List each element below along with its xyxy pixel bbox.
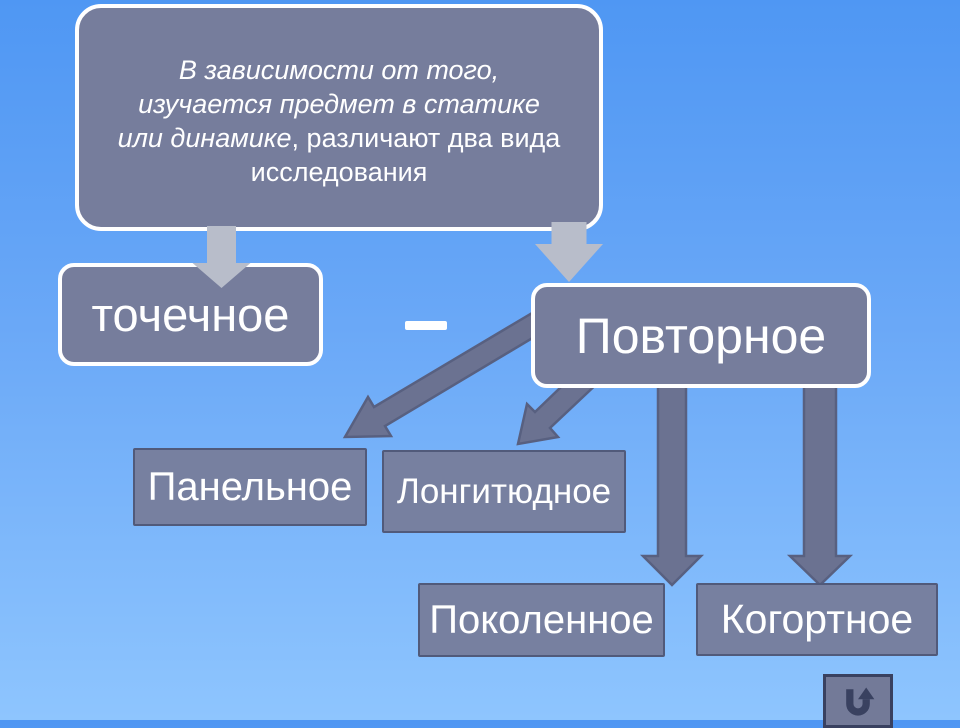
u-turn-up-icon xyxy=(846,687,875,716)
arrow-povtornoe-to-pokolennoe xyxy=(639,376,705,587)
node-kogortnoe-label: Когортное xyxy=(720,596,914,642)
intro-line-regular: исследования xyxy=(250,156,428,187)
intro-line-regular: , различают два вида xyxy=(291,122,561,153)
dash-separator xyxy=(405,321,447,330)
arrow-intro-to-povtornoe xyxy=(535,222,603,282)
node-povtornoe-label: Повторное xyxy=(575,307,827,364)
node-povtornoe: Повторное xyxy=(531,283,871,388)
node-kogortnoe: Когортное xyxy=(696,583,938,656)
arrow-povtornoe-to-kogortnoe xyxy=(786,376,854,587)
intro-line: В зависимости от того, xyxy=(179,53,499,87)
intro-line-italic: В зависимости от того, xyxy=(178,54,500,85)
node-longitudnoe: Лонгитюдное xyxy=(382,450,626,533)
intro-line: исследования xyxy=(251,155,428,189)
return-button[interactable] xyxy=(823,674,893,728)
node-pokolennoe: Поколенное xyxy=(418,583,665,657)
intro-box: В зависимости от того, изучается предмет… xyxy=(75,4,603,231)
intro-line: изучается предмет в статике xyxy=(138,87,540,121)
node-longitudnoe-label: Лонгитюдное xyxy=(396,471,612,511)
node-panelnoe-label: Панельное xyxy=(147,464,353,509)
node-panelnoe: Панельное xyxy=(133,448,367,526)
intro-line-italic: изучается предмет в статике xyxy=(138,88,540,119)
intro-line-italic: или динамике xyxy=(117,122,292,153)
node-tochechnoe: точечное xyxy=(58,263,323,366)
node-pokolennoe-label: Поколенное xyxy=(429,597,654,642)
intro-line: или динамике, различают два вида xyxy=(118,121,561,155)
node-tochechnoe-label: точечное xyxy=(91,288,290,341)
